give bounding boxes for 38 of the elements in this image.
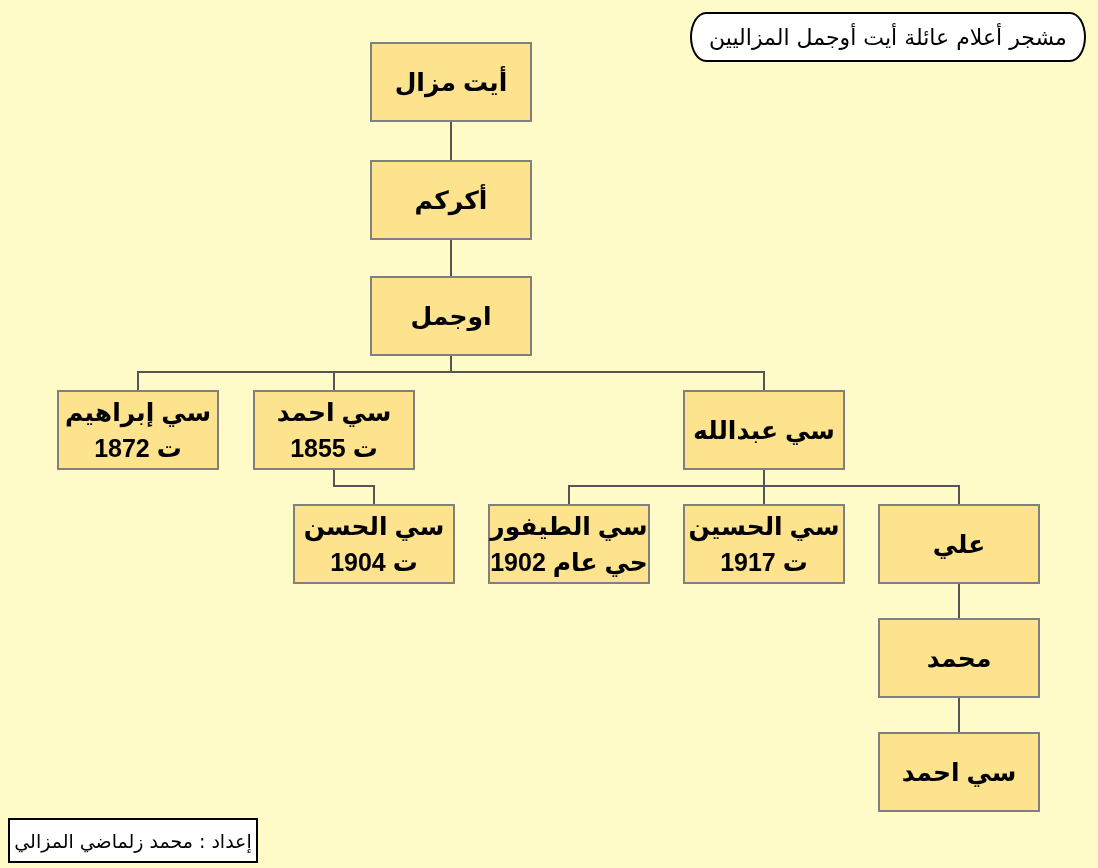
person-box bbox=[878, 504, 1040, 584]
person-name: أكركم bbox=[414, 183, 488, 218]
connector-line bbox=[763, 469, 960, 505]
person-box bbox=[683, 390, 845, 470]
person-name: سي إبراهيم bbox=[65, 396, 212, 430]
author-note: إعداد : محمد زلماضي المزالي bbox=[8, 818, 258, 863]
person-box bbox=[253, 390, 415, 470]
person-name: سي عبدالله bbox=[693, 414, 835, 447]
person-box bbox=[370, 160, 532, 240]
person-name: سي الحسن bbox=[303, 510, 445, 544]
person-box bbox=[370, 276, 532, 356]
date-text: ت 1904 bbox=[330, 547, 418, 578]
person-name: اوجمل bbox=[410, 300, 492, 333]
date-text: ت 1872 bbox=[94, 433, 182, 464]
person-box bbox=[878, 732, 1040, 812]
person-box bbox=[293, 504, 455, 584]
connector-line bbox=[958, 583, 960, 619]
person-name: سي احمد bbox=[901, 756, 1017, 789]
connector-line bbox=[450, 355, 765, 391]
person-name: سي الطيفور bbox=[490, 510, 648, 543]
connector-line bbox=[958, 697, 960, 733]
person-box bbox=[370, 42, 532, 122]
connector-line bbox=[450, 121, 452, 161]
connector-line bbox=[333, 469, 375, 505]
person-name: محمد bbox=[926, 642, 992, 674]
date-text: حي عام 1902 bbox=[490, 547, 648, 579]
person-box bbox=[57, 390, 219, 470]
title-banner: مشجر أعلام عائلة أيت أوجمل المزاليين bbox=[690, 12, 1086, 62]
person-name: أيت مزال bbox=[394, 65, 508, 100]
connector-line bbox=[450, 239, 452, 277]
person-name: سي الحسين bbox=[688, 510, 840, 544]
date-text: ت 1917 bbox=[720, 547, 808, 578]
person-box bbox=[488, 504, 650, 584]
date-text: ت 1855 bbox=[290, 433, 378, 464]
person-name: سي احمد bbox=[276, 396, 392, 429]
person-name: علي bbox=[932, 528, 986, 561]
person-box bbox=[683, 504, 845, 584]
person-box bbox=[878, 618, 1040, 698]
